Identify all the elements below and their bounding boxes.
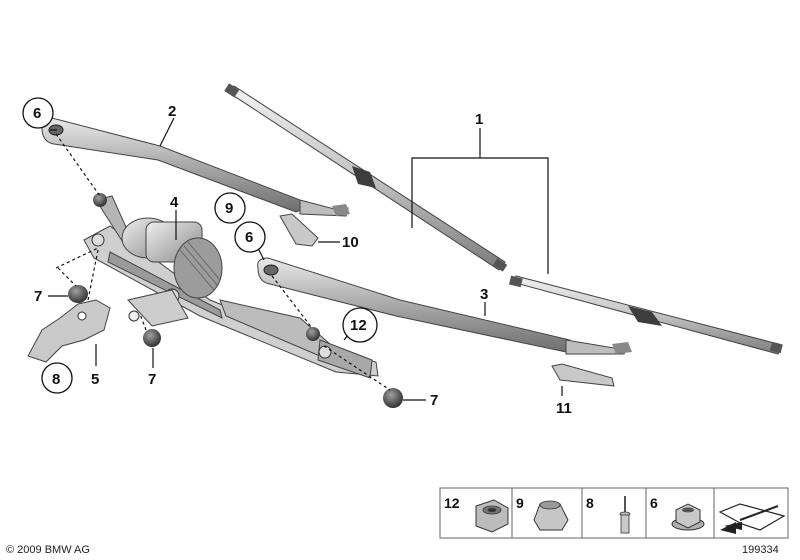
callout-9: 9 — [225, 200, 233, 217]
leader-lines — [48, 117, 563, 401]
callout-12-circle — [342, 307, 378, 343]
callout-8-circle — [41, 362, 73, 394]
legend-label-6: 6 — [650, 495, 658, 511]
wiper-blade-lower — [508, 275, 783, 355]
callout-9-circle — [214, 192, 246, 224]
callout-7b: 7 — [148, 371, 156, 388]
callout-11: 11 — [556, 400, 572, 417]
cap-nut-icon — [533, 500, 569, 531]
wiper-motor — [121, 217, 223, 327]
rubber-mount-7a — [68, 285, 88, 303]
nut-mid — [306, 327, 320, 341]
legend-strip: 12 9 8 6 — [439, 487, 789, 539]
rubber-mount-7c — [383, 388, 403, 408]
callout-3: 3 — [480, 286, 488, 303]
nut-top-left — [93, 193, 107, 207]
callout-5: 5 — [91, 371, 99, 388]
wiper-arm-3 — [257, 257, 632, 355]
blind-rivet-icon — [619, 496, 631, 534]
callout-10: 10 — [342, 234, 359, 251]
callout-6b-circle — [234, 221, 266, 253]
callout-7a: 7 — [34, 288, 42, 305]
callout-8: 8 — [52, 371, 60, 388]
callout-12: 12 — [350, 317, 367, 334]
legend-label-8: 8 — [586, 495, 594, 511]
clip-part-10 — [279, 213, 319, 247]
flange-nut-icon — [671, 503, 705, 531]
callout-1: 1 — [475, 111, 483, 128]
callout-6a: 6 — [33, 105, 41, 122]
legend-cell-8 — [581, 487, 647, 539]
wiper-blade-upper — [224, 83, 508, 272]
diagram-id: 199334 — [742, 544, 779, 556]
arrow-icon — [718, 503, 786, 534]
callout-6a-circle — [22, 97, 54, 129]
callouts: 1 2 3 4 5 6 6 7 7 7 8 9 10 11 12 — [22, 97, 572, 417]
legend-label-12: 12 — [444, 495, 460, 511]
copyright: © 2009 BMW AG — [6, 544, 90, 556]
callout-4: 4 — [170, 194, 179, 211]
callout-2: 2 — [168, 103, 176, 120]
hex-nut-icon — [475, 499, 509, 533]
legend-label-9: 9 — [516, 495, 524, 511]
rubber-mount-7b — [143, 329, 161, 347]
callout-7c: 7 — [430, 392, 438, 409]
callout-6b: 6 — [245, 229, 253, 246]
mount-bracket — [27, 299, 111, 363]
clip-part-11 — [551, 363, 615, 387]
